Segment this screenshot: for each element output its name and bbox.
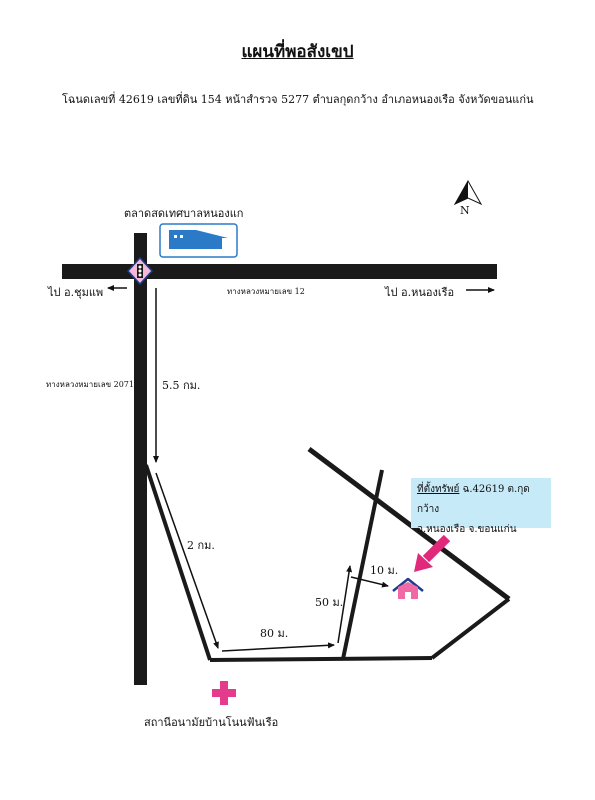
map-title: แผนที่พอสังเขป	[241, 42, 354, 62]
to-west-label: ไป อ.ชุมแพ	[48, 286, 104, 299]
distance-80m: 80 ม.	[260, 627, 289, 640]
property-label: ที่ตั้งทรัพย์	[417, 484, 460, 495]
property-info-box: ที่ตั้งทรัพย์ ฉ.42619 ต.กุดกว้าง อ.หนองเ…	[411, 478, 551, 535]
property-deed: ฉ.42619 ต.กุดกว้าง	[417, 484, 530, 515]
health-center-label: สถานีอนามัยบ้านโนนฟันเรือ	[144, 716, 279, 729]
traffic-light-icon	[126, 256, 154, 286]
north-arrow-icon	[453, 179, 483, 206]
distance-50m: 50 ม.	[315, 596, 344, 609]
highway-2071-label: ทางหลวงหมายเลข 2071	[46, 380, 134, 389]
local-roads	[144, 447, 511, 662]
distance-2km: 2 กม.	[187, 539, 215, 552]
deed-info: โฉนดเลขที่ 42619 เลขที่ดิน 154 หน้าสำรวจ…	[62, 93, 534, 106]
highway-12-road	[62, 264, 497, 279]
to-east-label: ไป อ.หนองเรือ	[385, 286, 455, 299]
distance-arrows	[153, 288, 389, 652]
property-line-2: อ.หนองเรือ จ.ขอนแก่น	[417, 524, 517, 535]
highway-2071-road	[134, 233, 147, 685]
highway-12-label: ทางหลวงหมายเลข 12	[227, 287, 305, 296]
health-center-cross-icon	[212, 681, 236, 705]
house-icon	[392, 577, 424, 599]
distance-5-5km: 5.5 กม.	[162, 379, 201, 392]
distance-10m: 10 ม.	[370, 564, 399, 577]
property-line-1: ที่ตั้งทรัพย์ ฉ.42619 ต.กุดกว้าง	[417, 480, 551, 520]
market-label: ตลาดสดเทศบาลหนองแก	[124, 207, 244, 220]
property-pointer-icon	[414, 534, 451, 572]
market-icon	[159, 223, 238, 258]
north-label: N	[460, 204, 470, 217]
